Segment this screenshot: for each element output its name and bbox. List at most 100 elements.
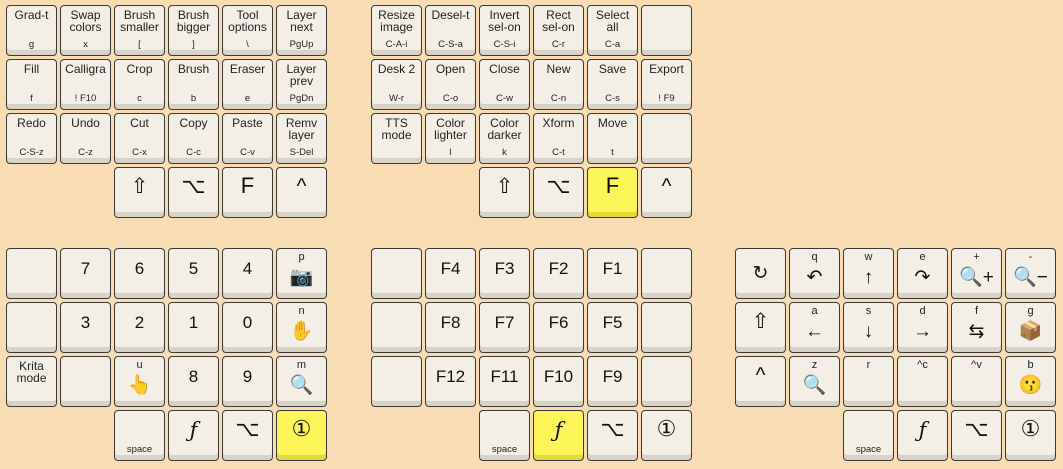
key-layer-1[interactable]: ① <box>641 410 692 461</box>
key-layer-1[interactable]: ① <box>1005 410 1056 461</box>
key-0[interactable]: 0 <box>222 302 273 353</box>
key-space[interactable]: space <box>114 410 165 461</box>
key-shift[interactable]: ⇧ <box>735 302 786 353</box>
key-7[interactable]: 7 <box>60 248 111 299</box>
key-blank[interactable] <box>371 248 422 299</box>
key-f12[interactable]: F12 <box>425 356 476 407</box>
key-face[interactable]: b😗 <box>1005 356 1056 407</box>
key-ctrl[interactable]: ^ <box>641 167 692 218</box>
key-3[interactable]: 3 <box>60 302 111 353</box>
key-zoom[interactable]: z🔍 <box>789 356 840 407</box>
key-alt[interactable]: ⌥ <box>222 410 273 461</box>
key-blank[interactable] <box>60 356 111 407</box>
key-blank[interactable] <box>641 113 692 164</box>
key-f5[interactable]: F5 <box>587 302 638 353</box>
key-f10[interactable]: F10 <box>533 356 584 407</box>
key-pan-hand[interactable]: n✋ <box>276 302 327 353</box>
key-shift[interactable]: ⇧ <box>114 167 165 218</box>
key-ctrl-v[interactable]: ^v <box>951 356 1002 407</box>
key-alt[interactable]: ⌥ <box>951 410 1002 461</box>
key-brush-bigger[interactable]: Brush bigger] <box>168 5 219 56</box>
key-layer-1-active[interactable]: ① <box>276 410 327 461</box>
key-ctrl-c[interactable]: ^c <box>897 356 948 407</box>
key-calligra[interactable]: Calligra! F10 <box>60 59 111 110</box>
key-flip[interactable]: f⇆ <box>951 302 1002 353</box>
key-right[interactable]: d→ <box>897 302 948 353</box>
key-function-active[interactable]: ƒ <box>533 410 584 461</box>
key-function[interactable]: ƒ <box>168 410 219 461</box>
key-f9[interactable]: F9 <box>587 356 638 407</box>
key-zoom-out[interactable]: -🔍− <box>1005 248 1056 299</box>
key-blank[interactable] <box>641 302 692 353</box>
key-ctrl[interactable]: ^ <box>735 356 786 407</box>
key-shift[interactable]: ⇧ <box>479 167 530 218</box>
key-zoom[interactable]: m🔍 <box>276 356 327 407</box>
key-alt[interactable]: ⌥ <box>168 167 219 218</box>
key-blank[interactable] <box>641 5 692 56</box>
key-4[interactable]: 4 <box>222 248 273 299</box>
key-alt[interactable]: ⌥ <box>587 410 638 461</box>
key-r[interactable]: r <box>843 356 894 407</box>
key-brush-smaller[interactable]: Brush smaller[ <box>114 5 165 56</box>
key-down[interactable]: s↓ <box>843 302 894 353</box>
key-ctrl[interactable]: ^ <box>276 167 327 218</box>
key-package[interactable]: g📦 <box>1005 302 1056 353</box>
key-blank[interactable] <box>6 248 57 299</box>
key-blank[interactable] <box>641 248 692 299</box>
key-blank[interactable] <box>641 356 692 407</box>
key-f6[interactable]: F6 <box>533 302 584 353</box>
key-f11[interactable]: F11 <box>479 356 530 407</box>
key-krita-mode[interactable]: Krita mode <box>6 356 57 407</box>
key-blank[interactable] <box>371 356 422 407</box>
key-rotate-reset[interactable]: ↻ <box>735 248 786 299</box>
key-function[interactable]: ƒ <box>897 410 948 461</box>
key-tts-mode[interactable]: TTS mode <box>371 113 422 164</box>
key-8[interactable]: 8 <box>168 356 219 407</box>
key-2[interactable]: 2 <box>114 302 165 353</box>
key-pointer[interactable]: u👆 <box>114 356 165 407</box>
key-tool-options[interactable]: Tool options\ <box>222 5 273 56</box>
key-f4[interactable]: F4 <box>425 248 476 299</box>
key-f3[interactable]: F3 <box>479 248 530 299</box>
key-f-layer[interactable]: F <box>222 167 273 218</box>
key-space[interactable]: space <box>479 410 530 461</box>
key-9[interactable]: 9 <box>222 356 273 407</box>
key-6[interactable]: 6 <box>114 248 165 299</box>
key-left[interactable]: a← <box>789 302 840 353</box>
key-f1[interactable]: F1 <box>587 248 638 299</box>
key-f2[interactable]: F2 <box>533 248 584 299</box>
key-screenshot[interactable]: p📷 <box>276 248 327 299</box>
key-f-layer-active[interactable]: F <box>587 167 638 218</box>
key-1[interactable]: 1 <box>168 302 219 353</box>
key-f8[interactable]: F8 <box>425 302 476 353</box>
key-5[interactable]: 5 <box>168 248 219 299</box>
key-alt[interactable]: ⌥ <box>533 167 584 218</box>
key-blank[interactable] <box>6 302 57 353</box>
key-zoom-in[interactable]: +🔍+ <box>951 248 1002 299</box>
